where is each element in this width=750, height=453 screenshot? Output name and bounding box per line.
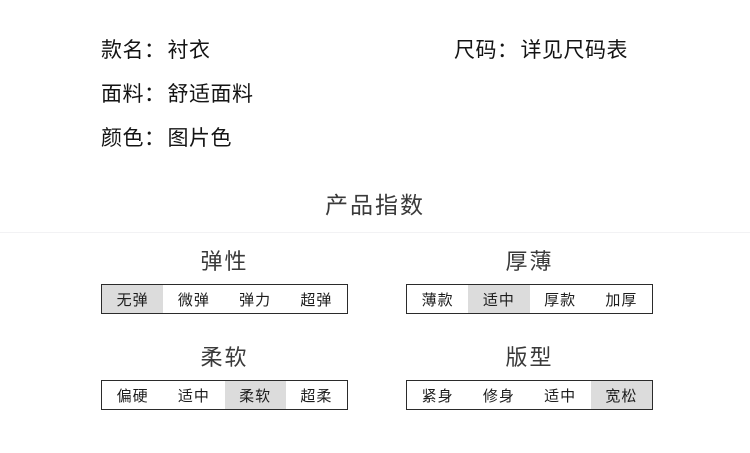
- scale-bar-softness[interactable]: 偏硬 适中 柔软 超柔: [101, 380, 348, 410]
- spec-item-fabric: 面料：舒适面料: [101, 72, 254, 116]
- index-group-title: 厚薄: [505, 250, 554, 275]
- scale-option[interactable]: 修身: [468, 381, 530, 409]
- index-group-softness: 柔软 偏硬 适中 柔软 超柔: [101, 342, 348, 410]
- product-spec-block: 款名：衬衣 尺码：详见尺码表 面料：舒适面料 颜色：图片色: [0, 0, 750, 170]
- scale-option[interactable]: 厚款: [529, 285, 591, 313]
- scale-option[interactable]: 适中: [529, 381, 591, 409]
- spec-row: 面料：舒适面料: [0, 72, 750, 116]
- spec-item-color: 颜色：图片色: [101, 116, 232, 160]
- scale-option[interactable]: 弹力: [224, 285, 286, 313]
- index-group-title: 弹性: [200, 250, 249, 275]
- scale-option[interactable]: 适中: [163, 381, 225, 409]
- spec-value: 详见尺码表: [520, 38, 628, 62]
- product-index-heading: 产品指数: [325, 193, 425, 219]
- index-group-elasticity: 弹性 无弹 微弹 弹力 超弹: [101, 246, 348, 314]
- scale-bar-fit[interactable]: 紧身 修身 适中 宽松: [406, 380, 653, 410]
- spec-value: 衬衣: [167, 38, 211, 62]
- spec-label: 面料：: [101, 82, 166, 106]
- scale-option[interactable]: 微弹: [163, 285, 225, 313]
- spec-label: 款名：: [101, 38, 166, 62]
- spec-value: 图片色: [167, 126, 232, 150]
- spec-row: 款名：衬衣 尺码：详见尺码表: [0, 28, 750, 72]
- index-group-title: 版型: [505, 346, 554, 371]
- index-row: 柔软 偏硬 适中 柔软 超柔 版型 紧身 修身 适中 宽松: [0, 342, 750, 438]
- scale-option[interactable]: 适中: [468, 285, 530, 313]
- index-group-fit: 版型 紧身 修身 适中 宽松: [406, 342, 653, 410]
- index-group-thickness: 厚薄 薄款 适中 厚款 加厚: [406, 246, 653, 314]
- scale-bar-thickness[interactable]: 薄款 适中 厚款 加厚: [406, 284, 653, 314]
- scale-option[interactable]: 超弹: [285, 285, 347, 313]
- spec-value: 舒适面料: [167, 82, 254, 106]
- spec-label: 颜色：: [101, 126, 166, 150]
- scale-option[interactable]: 加厚: [590, 285, 652, 313]
- product-index-grid: 弹性 无弹 微弹 弹力 超弹 厚薄 薄款 适中 厚款 加厚 柔软 偏硬 适中: [0, 246, 750, 438]
- scale-option[interactable]: 紧身: [407, 381, 469, 409]
- scale-option[interactable]: 偏硬: [102, 381, 164, 409]
- index-group-title: 柔软: [200, 346, 249, 371]
- scale-option[interactable]: 超柔: [285, 381, 347, 409]
- scale-option[interactable]: 柔软: [224, 381, 286, 409]
- scale-option[interactable]: 宽松: [590, 381, 652, 409]
- scale-bar-elasticity[interactable]: 无弹 微弹 弹力 超弹: [101, 284, 348, 314]
- spec-item-style-name: 款名：衬衣: [101, 28, 211, 72]
- spec-label: 尺码：: [454, 38, 519, 62]
- index-row: 弹性 无弹 微弹 弹力 超弹 厚薄 薄款 适中 厚款 加厚: [0, 246, 750, 342]
- scale-option[interactable]: 无弹: [102, 285, 164, 313]
- scale-option[interactable]: 薄款: [407, 285, 469, 313]
- spec-row: 颜色：图片色: [0, 116, 750, 160]
- spec-item-size: 尺码：详见尺码表: [454, 28, 628, 72]
- section-divider: [0, 232, 750, 233]
